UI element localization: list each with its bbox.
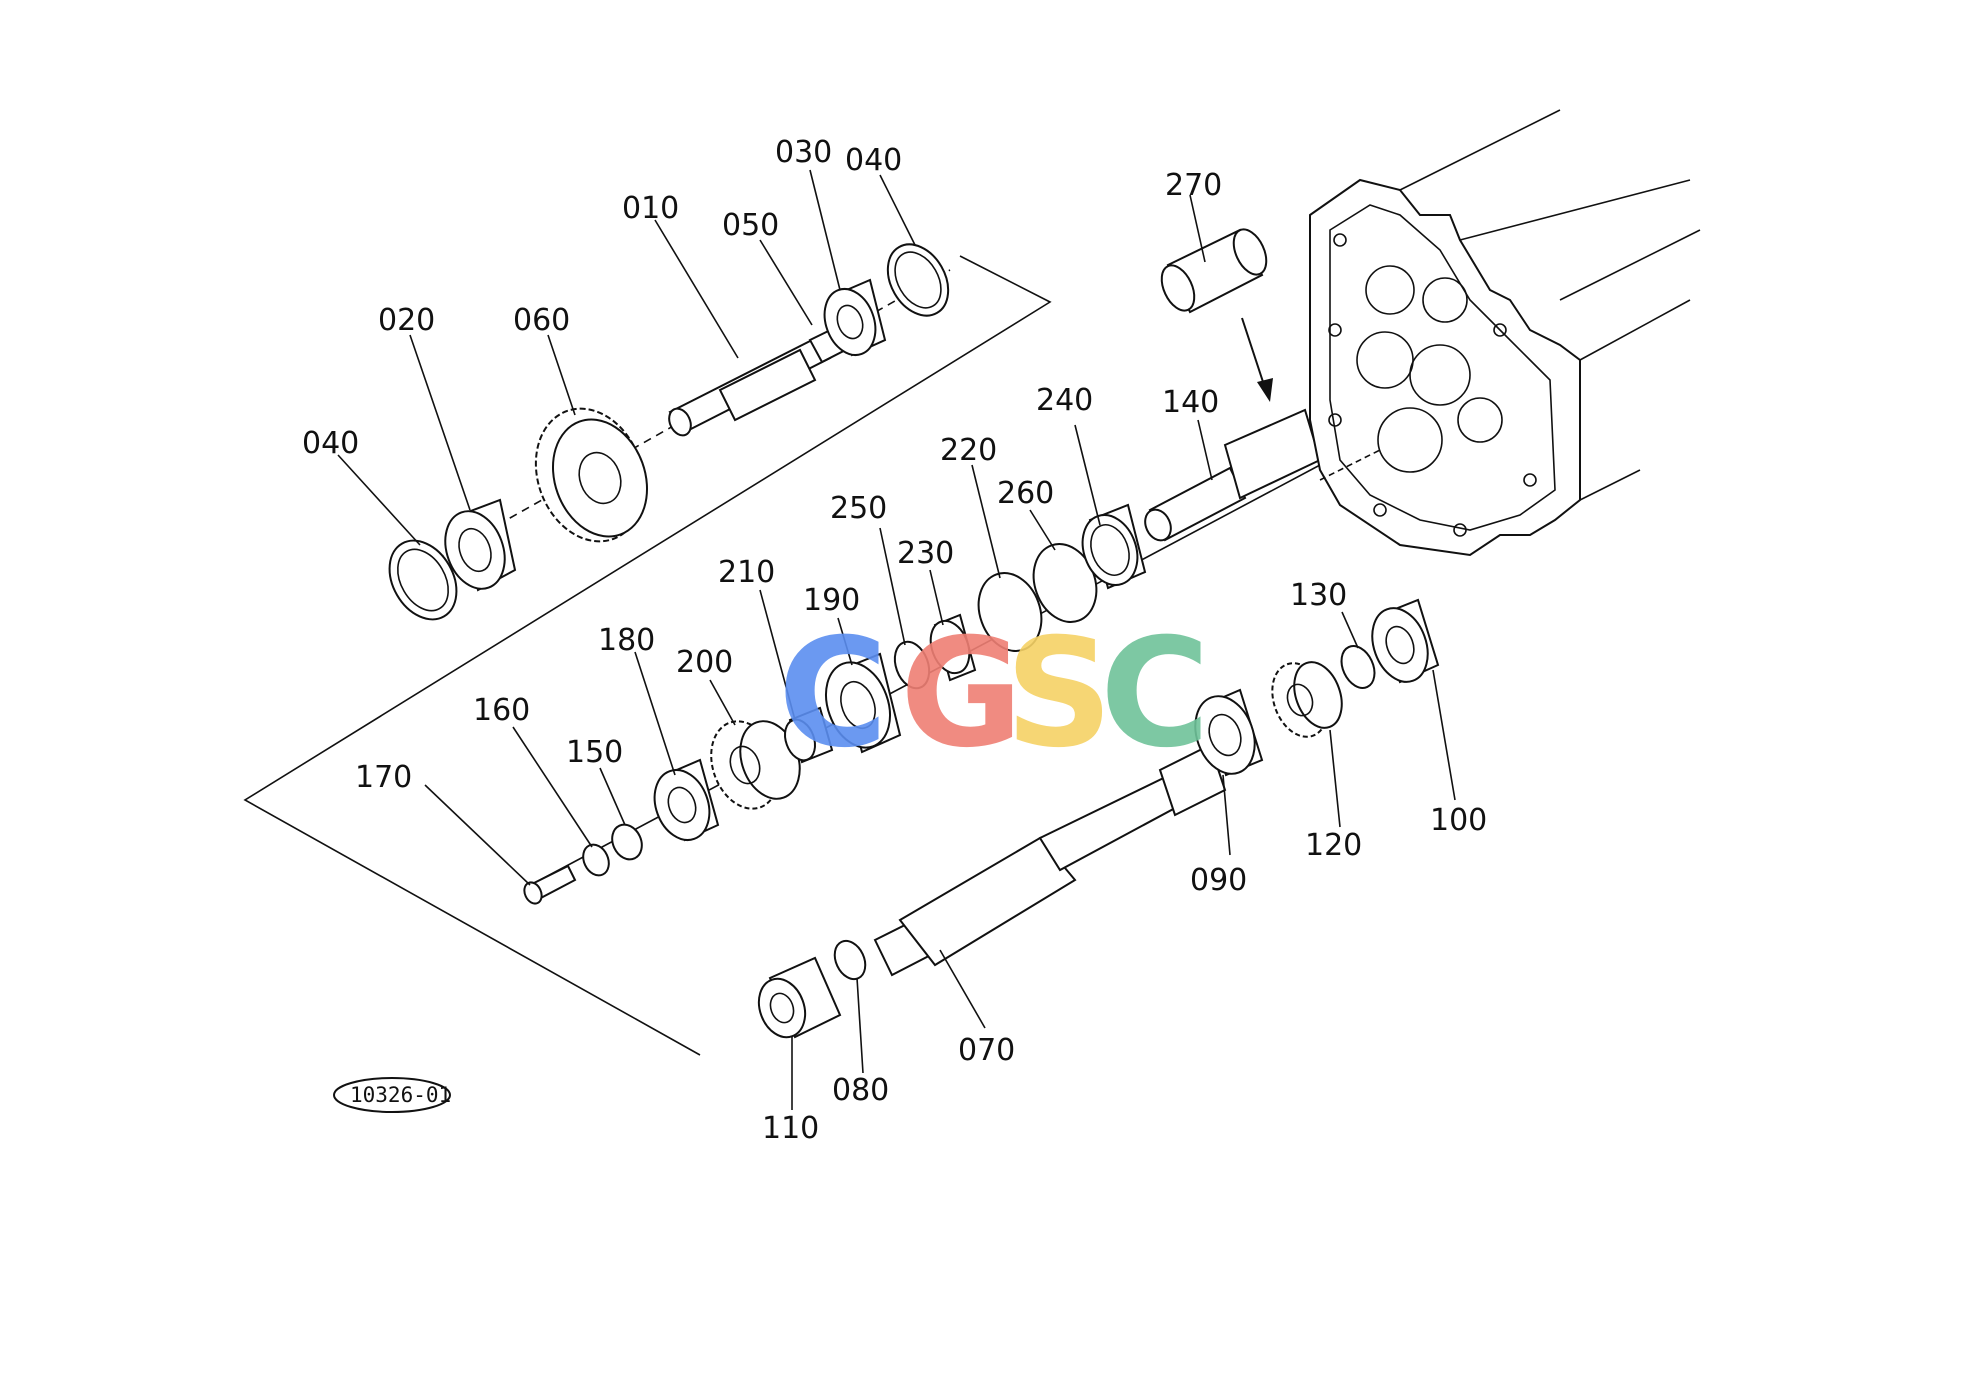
middle-shaft-assembly (523, 408, 1322, 905)
collar-230 (929, 613, 977, 682)
callout-200: 200 (676, 645, 733, 680)
collar-210 (784, 706, 834, 764)
callout-080: 080 (832, 1073, 889, 1108)
shaft-140 (1144, 408, 1322, 542)
watermark-letter-1: C (778, 607, 888, 781)
gear-120 (1271, 661, 1343, 738)
callout-260: 260 (997, 476, 1054, 511)
watermark-letter-3: S (1005, 607, 1113, 781)
callout-060: 060 (513, 303, 570, 338)
callout-labels: 010 020 030 040 040 050 060 070 080 090 … (302, 135, 1487, 1146)
insert-arrow (1241, 317, 1273, 402)
callout-040-left: 040 (302, 426, 359, 461)
bushing-270 (1160, 228, 1268, 314)
bearing-180 (653, 758, 720, 842)
callout-150: 150 (566, 735, 623, 770)
upper-assembly-frame (243, 255, 1052, 1056)
callout-030: 030 (775, 135, 832, 170)
callout-240: 240 (1036, 383, 1093, 418)
callout-010: 010 (622, 191, 679, 226)
snap-ring-right (886, 243, 950, 317)
callout-190: 190 (803, 583, 860, 618)
callout-210: 210 (718, 555, 775, 590)
callout-140: 140 (1162, 385, 1219, 420)
callout-070: 070 (958, 1033, 1015, 1068)
snap-ring-left (388, 539, 458, 621)
callout-040-right: 040 (845, 143, 902, 178)
gear-060 (534, 407, 649, 543)
bearing-020 (444, 498, 517, 592)
washer-150 (611, 823, 643, 861)
shaft-070 (873, 743, 1227, 977)
callout-090: 090 (1190, 863, 1247, 898)
bearing-190 (825, 652, 902, 754)
upper-shaft-assembly (388, 243, 951, 621)
bearing-030 (823, 278, 887, 357)
bolt-170 (523, 864, 577, 905)
callout-220: 220 (940, 433, 997, 468)
figure-code-badge: 10326-01 (333, 1077, 451, 1113)
bearing-100 (1371, 598, 1440, 684)
figure-code: 10326-01 (350, 1083, 451, 1107)
callout-050: 050 (722, 208, 779, 243)
callout-230: 230 (897, 536, 954, 571)
callout-020: 020 (378, 303, 435, 338)
watermark-letter-2: G (900, 607, 1023, 781)
callout-100: 100 (1430, 803, 1487, 838)
callout-270: 270 (1165, 168, 1222, 203)
callout-180: 180 (598, 623, 655, 658)
bearing-090 (1194, 688, 1264, 777)
watermark-letter-4: C (1100, 607, 1210, 781)
lower-shaft-assembly (757, 598, 1440, 1039)
transmission-case (1309, 109, 1701, 557)
callout-250: 250 (830, 491, 887, 526)
callout-110: 110 (762, 1111, 819, 1146)
watermark: C G S C (778, 607, 1210, 781)
coupling-110 (757, 956, 842, 1039)
callout-170: 170 (355, 760, 412, 795)
callout-130: 130 (1290, 578, 1347, 613)
washer-160 (582, 843, 610, 877)
callout-160: 160 (473, 693, 530, 728)
callout-120: 120 (1305, 828, 1362, 863)
leader-lines (337, 169, 1456, 1110)
ring-080 (833, 939, 867, 981)
ring-130 (1340, 645, 1376, 689)
shim-220 (977, 572, 1043, 652)
